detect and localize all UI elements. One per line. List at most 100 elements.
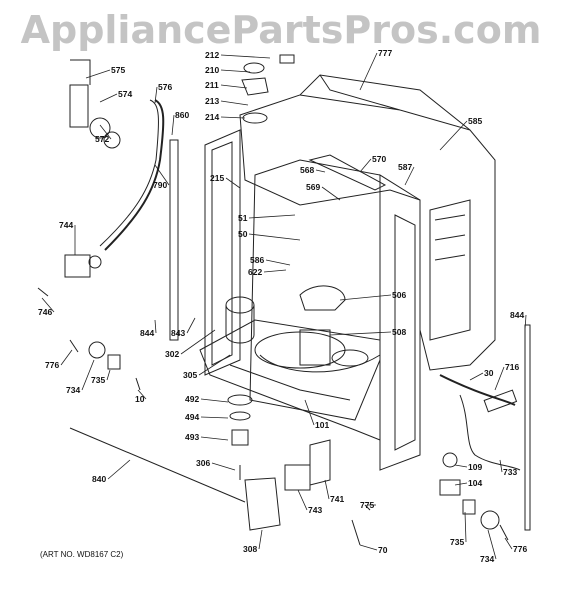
leader-line-586	[265, 259, 291, 266]
part-label-587: 587	[398, 162, 412, 172]
leader-line-51	[248, 214, 296, 219]
leader-line-493	[200, 436, 229, 441]
leader-line-587	[404, 166, 415, 186]
leader-line-569	[321, 186, 341, 201]
leader-line-215	[225, 177, 241, 189]
leader-line-575	[85, 69, 111, 79]
tub-floor	[199, 319, 381, 441]
leader-line-506	[339, 294, 392, 301]
part-label-575: 575	[111, 65, 125, 75]
part-label-212: 212	[205, 50, 219, 60]
leader-line-508	[329, 331, 392, 336]
part-label-570: 570	[372, 154, 386, 164]
part-label-733: 733	[503, 467, 517, 477]
part-label-734b: 734	[480, 554, 494, 564]
leader-line-790	[154, 164, 170, 186]
part-label-734: 734	[66, 385, 80, 395]
leader-line-50	[248, 233, 301, 241]
part-label-569: 569	[306, 182, 320, 192]
tub-right-wall	[379, 174, 421, 471]
leader-lines	[41, 52, 527, 560]
part-label-104: 104	[468, 478, 482, 488]
part-label-775: 775	[360, 500, 374, 510]
part-label-493: 493	[185, 432, 199, 442]
leader-line-741	[324, 479, 330, 500]
leader-line-210	[220, 69, 251, 73]
part-label-622: 622	[248, 267, 262, 277]
leader-line-576	[154, 86, 158, 104]
leader-line-585	[439, 120, 468, 151]
leader-line-212	[220, 54, 271, 59]
leader-line-104	[454, 482, 468, 486]
watermark: AppliancePartsPros.com	[20, 8, 542, 52]
leader-line-10	[137, 389, 147, 400]
part-label-776b: 776	[513, 544, 527, 554]
part-label-213: 213	[205, 96, 219, 106]
part-label-586: 586	[250, 255, 264, 265]
leader-line-735b	[464, 511, 467, 543]
part-label-716: 716	[505, 362, 519, 372]
part-label-741: 741	[330, 494, 344, 504]
part-label-101: 101	[315, 420, 329, 430]
leader-line-733	[499, 459, 503, 473]
part-label-840: 840	[92, 474, 106, 484]
part-label-735: 735	[91, 375, 105, 385]
leader-line-305	[198, 354, 231, 376]
part-label-306: 306	[196, 458, 210, 468]
part-label-843: 843	[171, 328, 185, 338]
part-label-508: 508	[392, 327, 406, 337]
part-label-308: 308	[243, 544, 257, 554]
leader-line-211	[220, 84, 248, 89]
part-label-506: 506	[392, 290, 406, 300]
spray-arm	[308, 154, 387, 191]
leader-line-101	[304, 399, 315, 426]
part-label-109: 109	[468, 462, 482, 472]
leader-line-308	[258, 529, 263, 550]
tub-shell	[239, 74, 496, 371]
part-label-10: 10	[135, 394, 145, 404]
part-label-844b: 844	[510, 310, 524, 320]
leader-line-844	[154, 319, 157, 334]
part-label-30: 30	[484, 368, 494, 378]
leader-line-30	[469, 372, 484, 381]
part-label-211: 211	[205, 80, 219, 90]
part-label-214: 214	[205, 112, 219, 122]
part-labels: 5755745725767902122102112132147778602155…	[38, 48, 527, 564]
leader-line-716	[494, 366, 505, 391]
part-label-844: 844	[140, 328, 154, 338]
tub-top-rim	[299, 74, 471, 131]
part-label-574: 574	[118, 89, 132, 99]
leader-line-568	[315, 169, 326, 173]
leader-line-776b	[504, 537, 513, 550]
leader-line-844b	[524, 314, 527, 331]
leader-line-746	[41, 297, 55, 313]
leader-line-735	[106, 369, 111, 381]
part-label-746: 746	[38, 307, 52, 317]
leader-line-843	[186, 317, 196, 334]
leader-line-70	[359, 544, 378, 551]
part-label-790: 790	[153, 180, 167, 190]
leader-line-734	[81, 359, 95, 391]
part-label-585: 585	[468, 116, 482, 126]
part-label-50: 50	[238, 229, 248, 239]
leader-line-776	[60, 349, 73, 366]
leader-line-840	[107, 459, 131, 480]
leader-line-743	[297, 489, 308, 511]
part-label-776: 776	[45, 360, 59, 370]
leader-line-570	[359, 158, 372, 173]
part-label-568: 568	[300, 165, 314, 175]
part-label-576: 576	[158, 82, 172, 92]
part-label-494: 494	[185, 412, 199, 422]
leader-line-214	[220, 116, 246, 119]
inlet-hose	[104, 99, 165, 251]
leader-line-494	[200, 416, 229, 419]
part-label-210: 210	[205, 65, 219, 75]
part-label-735b: 735	[450, 537, 464, 547]
part-label-860: 860	[175, 110, 189, 120]
leader-line-622	[263, 269, 287, 273]
art-number: (ART NO. WD8167 C2)	[40, 550, 124, 559]
leader-line-572	[99, 124, 112, 140]
part-label-743: 743	[308, 505, 322, 515]
part-label-215: 215	[210, 173, 224, 183]
